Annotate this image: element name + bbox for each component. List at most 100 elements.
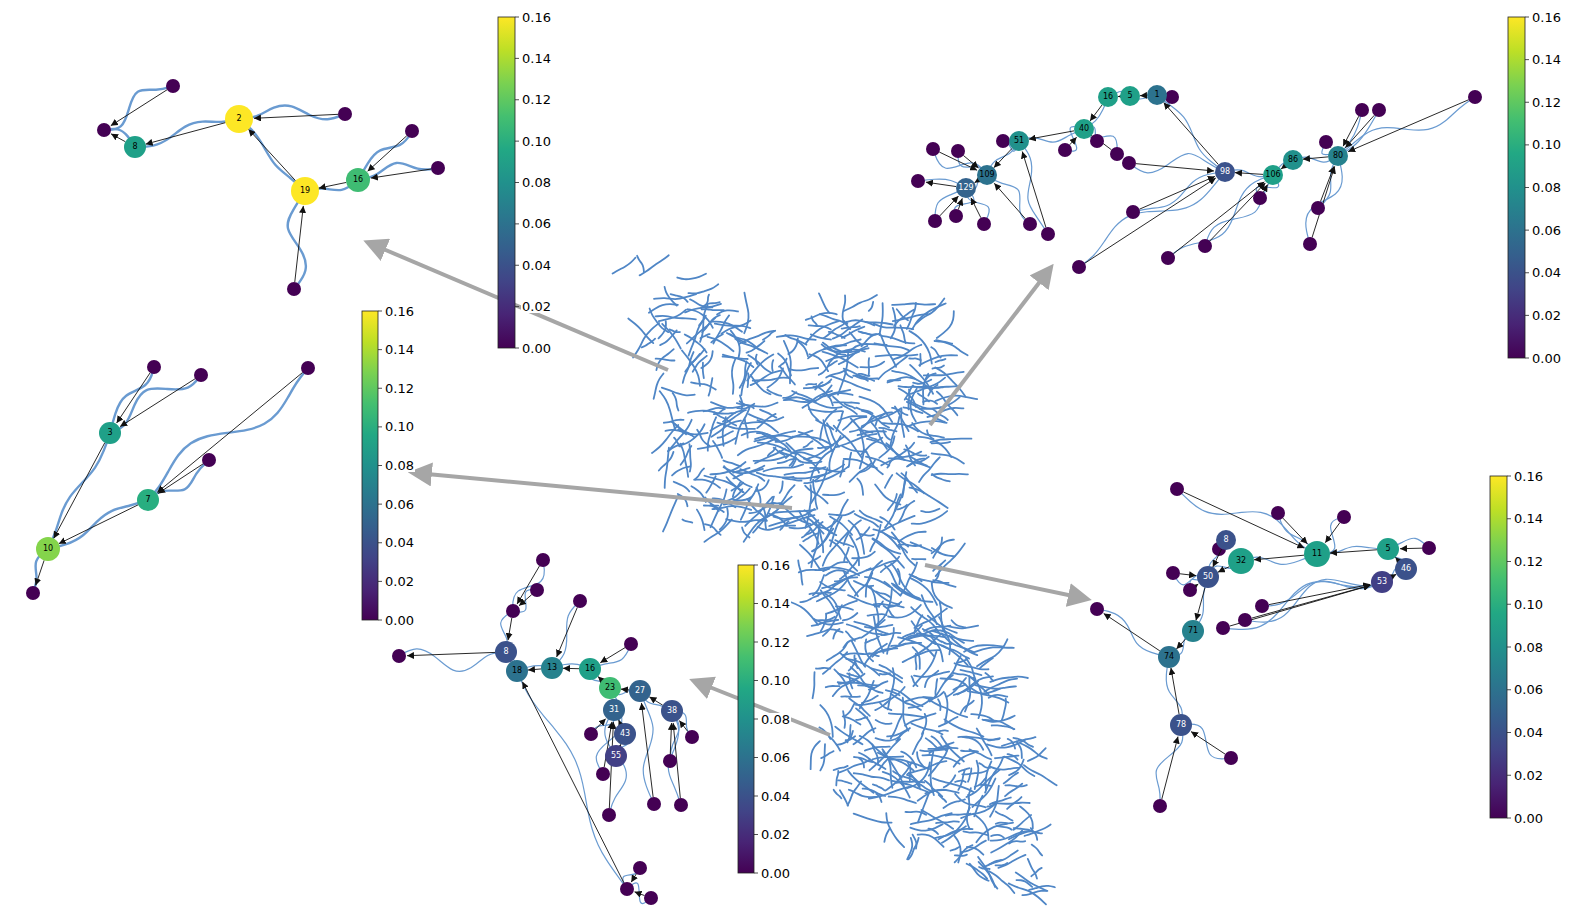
leaf-arrow — [1283, 518, 1308, 544]
leaf-arrow — [1022, 152, 1046, 228]
leaf-node — [301, 361, 315, 375]
colorbar-tick-mark — [1525, 17, 1529, 18]
river-stroke — [924, 372, 964, 376]
river-stroke — [951, 847, 961, 851]
river-stroke — [960, 670, 981, 675]
river-stroke — [879, 665, 902, 678]
river-stroke — [772, 360, 773, 371]
river-stroke — [912, 303, 946, 329]
river-stroke — [767, 390, 781, 396]
river-stroke — [979, 763, 990, 768]
river-stroke — [670, 329, 680, 332]
river-trace — [288, 191, 306, 289]
river-stroke — [613, 258, 636, 274]
graph-node: 109 — [977, 165, 997, 185]
river-stroke — [993, 803, 1030, 804]
colorbar-tick-label: 0.16 — [1531, 11, 1562, 24]
river-stroke — [802, 529, 811, 537]
river-trace — [1168, 175, 1273, 258]
colorbar-tick-mark — [1507, 732, 1511, 733]
river-stroke — [935, 341, 953, 344]
leaf-node — [620, 882, 634, 896]
river-stroke — [975, 761, 979, 789]
node-number: 55 — [611, 752, 621, 760]
zoom-arrow — [707, 686, 830, 735]
river-stroke — [879, 428, 896, 431]
leaf-node — [530, 583, 544, 597]
river-stroke — [990, 677, 1028, 682]
colorbar — [362, 311, 382, 620]
river-stroke — [718, 431, 733, 438]
graph-node: 38 — [661, 700, 683, 722]
node-number: 106 — [1265, 171, 1280, 179]
river-stroke — [831, 629, 843, 632]
river-stroke — [977, 728, 992, 755]
leaf-node — [926, 142, 940, 156]
river-stroke — [840, 760, 870, 773]
river-trace — [1097, 609, 1169, 657]
river-stroke — [738, 440, 773, 456]
colorbar-tick-mark — [378, 542, 382, 543]
river-stroke — [804, 382, 830, 388]
river-stroke — [973, 814, 988, 840]
river-stroke — [845, 703, 855, 716]
node-number: 74 — [1164, 653, 1174, 661]
river-stroke — [879, 303, 882, 335]
river-stroke — [865, 450, 883, 475]
river-stroke — [942, 634, 973, 652]
river-stroke — [1005, 784, 1022, 796]
graph-node: 10 — [36, 537, 60, 561]
node-number: 80 — [1333, 152, 1343, 160]
node-number: 23 — [605, 684, 615, 692]
leaf-arrow — [36, 560, 45, 585]
river-stroke — [937, 730, 948, 731]
leaf-node — [1253, 191, 1267, 205]
river-stroke — [836, 771, 838, 785]
graph-node: 71 — [1182, 620, 1204, 642]
leaf-node — [647, 797, 661, 811]
river-stroke — [811, 468, 828, 503]
colorbar-tick-label: 0.06 — [760, 751, 791, 764]
leaf-arrow — [371, 169, 431, 178]
leaf-arrow — [596, 719, 606, 729]
river-stroke — [1014, 828, 1042, 833]
flow-arrow — [1235, 173, 1263, 175]
river-stroke — [918, 790, 946, 801]
river-stroke — [857, 479, 863, 495]
river-stroke — [990, 850, 1017, 864]
graph-node: 51 — [1009, 131, 1029, 151]
river-stroke — [899, 388, 916, 406]
river-stroke — [707, 337, 733, 351]
node-number: 71 — [1188, 627, 1198, 635]
graph-node: 8 — [124, 136, 146, 158]
river-stroke — [826, 686, 840, 687]
river-stroke — [846, 631, 855, 640]
node-number: 78 — [1176, 721, 1186, 729]
river-stroke — [929, 699, 967, 717]
river-stroke — [928, 829, 938, 834]
river-stroke — [769, 517, 799, 526]
river-stroke — [700, 334, 709, 338]
river-stroke — [740, 469, 764, 481]
node-number: 86 — [1288, 156, 1298, 164]
river-stroke — [840, 790, 848, 805]
colorbar-tick-mark — [515, 306, 519, 307]
river-stroke — [957, 676, 993, 694]
leaf-arrow — [1348, 100, 1468, 152]
river-trace — [1306, 156, 1342, 244]
river-stroke — [935, 396, 977, 401]
river-stroke — [694, 468, 704, 479]
colorbar — [1508, 17, 1529, 358]
leaf-node — [1090, 134, 1104, 148]
zoom-arrows — [381, 248, 1073, 735]
colorbar-tick-mark — [1507, 647, 1511, 648]
graph-node: 50 — [1197, 566, 1219, 588]
colorbar-tick-mark — [754, 796, 758, 797]
river-stroke — [911, 542, 932, 551]
leaf-node — [97, 123, 111, 137]
graph-node: 86 — [1283, 150, 1303, 170]
river-stroke — [687, 318, 715, 344]
colorbar-tick-mark — [1525, 358, 1529, 359]
river-stroke — [885, 762, 911, 790]
river-stroke — [876, 355, 918, 357]
